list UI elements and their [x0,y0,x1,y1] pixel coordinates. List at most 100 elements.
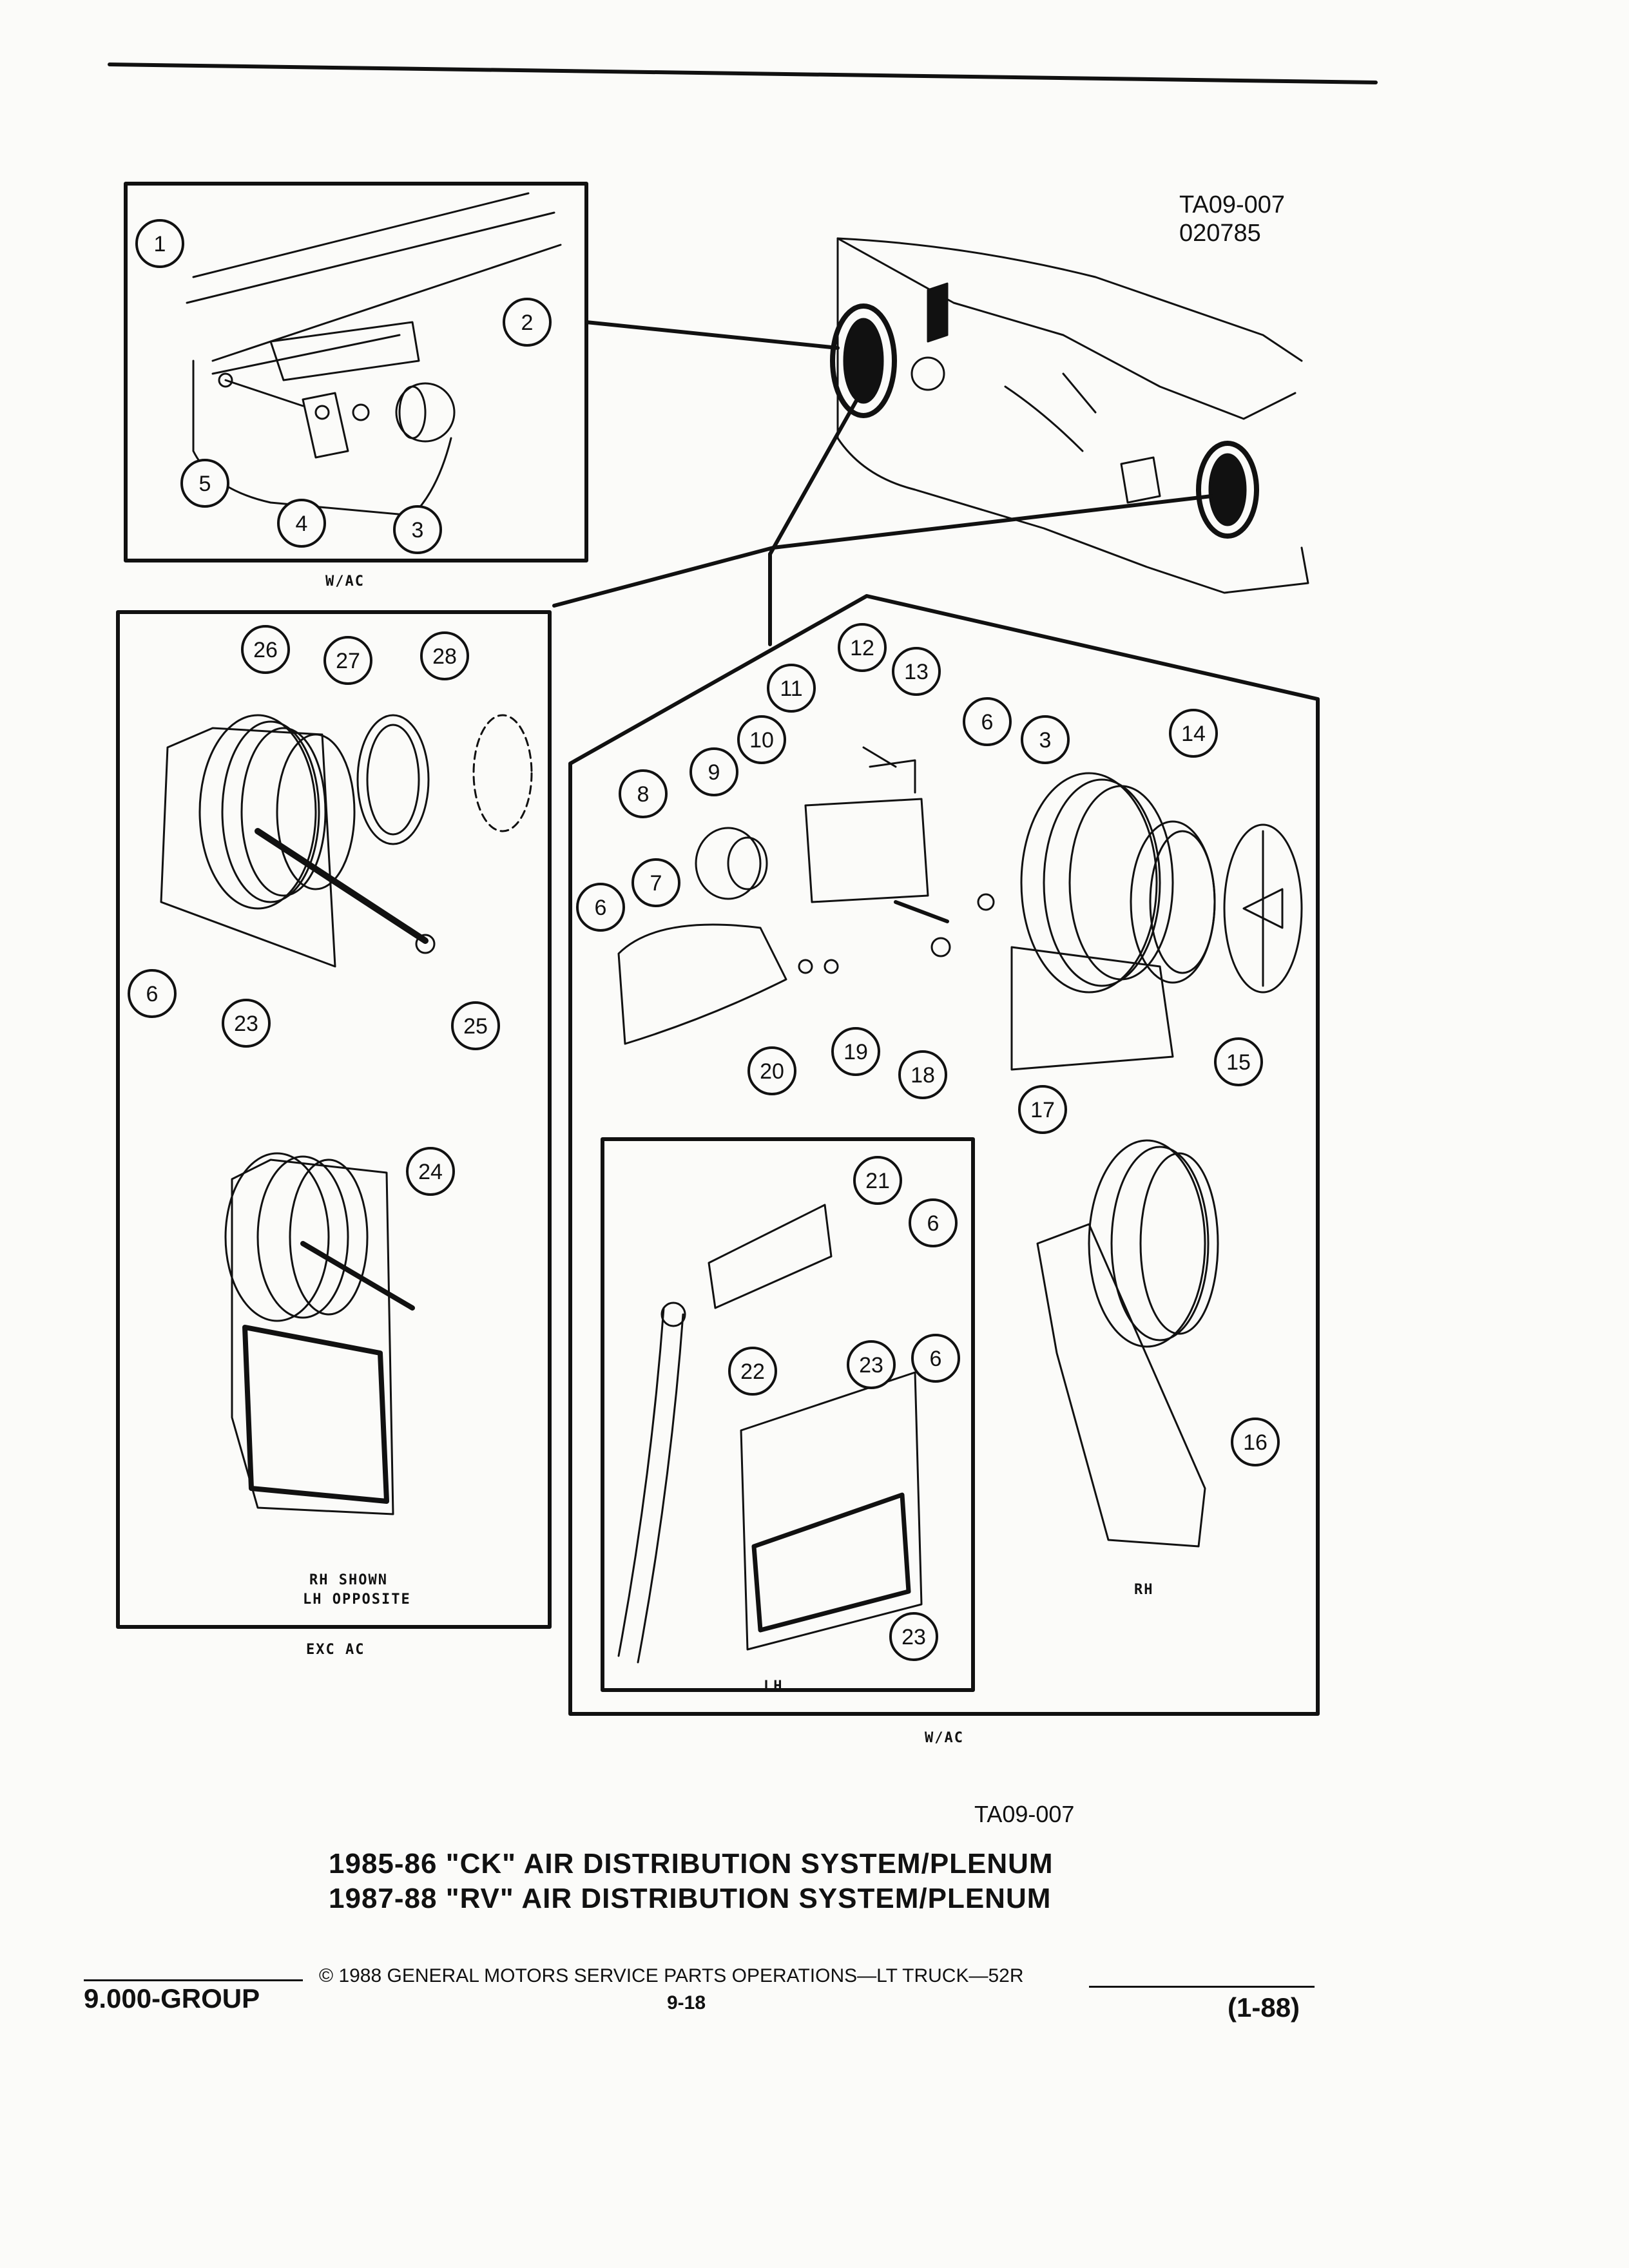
callout-23: 23 [222,999,271,1048]
callout-circle [889,1612,938,1661]
callout-11: 11 [767,664,816,713]
callout-circle [135,219,184,268]
callout-number: 27 [336,649,360,673]
top-rule [108,62,1378,84]
callout-25: 25 [451,1001,500,1050]
callout-number: 28 [432,644,457,669]
connector-line [552,546,775,608]
footer-page: 9-18 [667,1992,706,2013]
label-wac-top: W/AC [325,573,365,590]
callout-number: 10 [749,728,774,753]
callout-8: 8 [619,769,668,818]
callout-number: 21 [865,1169,890,1193]
callout-number: 8 [637,782,650,807]
callout-circle [747,1046,796,1095]
callout-circle [898,1050,947,1099]
title-line-1: 1985-86 "CK" AIR DISTRIBUTION SYSTEM/PLE… [329,1848,1054,1879]
callout-number: 11 [780,677,802,701]
callout-circle [737,715,786,764]
footer-copyright: © 1988 GENERAL MOTORS SERVICE PARTS OPER… [319,1965,1024,1986]
callout-15: 15 [1214,1037,1263,1086]
plenum-main-drawing [830,237,1309,594]
callout-number: 6 [927,1211,940,1236]
callout-circle [767,664,816,713]
figure-id-bottom: TA09-007 [974,1801,1075,1827]
callout-number: 5 [199,472,211,496]
callout-circle [911,1334,960,1383]
callout-circle [831,1027,880,1076]
callout-circle [963,697,1012,746]
callout-number: 3 [1039,728,1052,753]
callout-6: 6 [911,1334,960,1383]
callout-circle [222,999,271,1048]
callout-1: 1 [135,219,184,268]
rh-drawing [1036,1139,1219,1548]
connector-line [771,494,1213,550]
callout-number: 6 [146,982,159,1006]
footer-rule-left [84,1979,303,1981]
callout-circle [323,636,372,685]
wac-upper-drawing [617,746,1303,1071]
callout-16: 16 [1231,1418,1280,1466]
callout-22: 22 [728,1347,777,1396]
label-rh: RH [1134,1582,1154,1598]
callout-2: 2 [503,298,552,347]
callout-circle [728,1347,777,1396]
callout-circle [689,747,738,796]
callout-12: 12 [838,623,887,672]
callout-circle [847,1340,896,1389]
callout-number: 13 [904,660,929,684]
callout-27: 27 [323,636,372,685]
callout-circle [838,623,887,672]
callout-10: 10 [737,715,786,764]
callout-number: 23 [859,1353,883,1378]
callout-3: 3 [1021,715,1070,764]
figure-id: TA09-007 [1179,191,1286,218]
callout-28: 28 [420,631,469,680]
callout-number: 23 [901,1625,926,1649]
callout-number: 6 [595,896,607,920]
callout-number: 20 [760,1059,784,1084]
wac-box [568,594,1320,1716]
title-line-2: 1987-88 "RV" AIR DISTRIBUTION SYSTEM/PLE… [329,1883,1052,1914]
callout-number: 2 [521,311,534,335]
callout-number: 23 [234,1012,258,1036]
callout-5: 5 [180,459,229,508]
callout-circle [180,459,229,508]
callout-circle [631,858,680,907]
callout-number: 1 [154,232,166,256]
callout-number: 19 [843,1040,868,1064]
callout-18: 18 [898,1050,947,1099]
callout-number: 25 [463,1014,488,1039]
callout-circle [1018,1085,1067,1134]
callout-number: 12 [850,636,874,660]
callout-3: 3 [393,505,442,554]
callout-number: 6 [930,1347,942,1371]
callout-6: 6 [576,883,625,932]
callout-number: 18 [911,1063,935,1088]
callout-number: 24 [418,1160,443,1184]
footer-rule-right [1089,1986,1315,1988]
callout-7: 7 [631,858,680,907]
connector-line [768,398,859,556]
callout-number: 15 [1226,1050,1251,1075]
callout-circle [1021,715,1070,764]
footer-group: 9.000-GROUP [84,1983,260,2013]
label-lh-opposite: LH OPPOSITE [303,1591,411,1608]
callout-number: 22 [740,1360,765,1384]
callout-number: 3 [412,518,424,543]
callout-circle [277,499,326,548]
callout-13: 13 [892,647,941,696]
callout-number: 9 [708,760,720,785]
callout-circle [503,298,552,347]
callout-circle [420,631,469,680]
callout-circle [406,1147,455,1196]
callout-14: 14 [1169,709,1218,758]
callout-number: 14 [1181,722,1206,746]
callout-circle [1231,1418,1280,1466]
callout-23: 23 [847,1340,896,1389]
callout-23: 23 [889,1612,938,1661]
label-wac-bottom: W/AC [925,1730,964,1746]
lh-subbox [601,1137,975,1692]
